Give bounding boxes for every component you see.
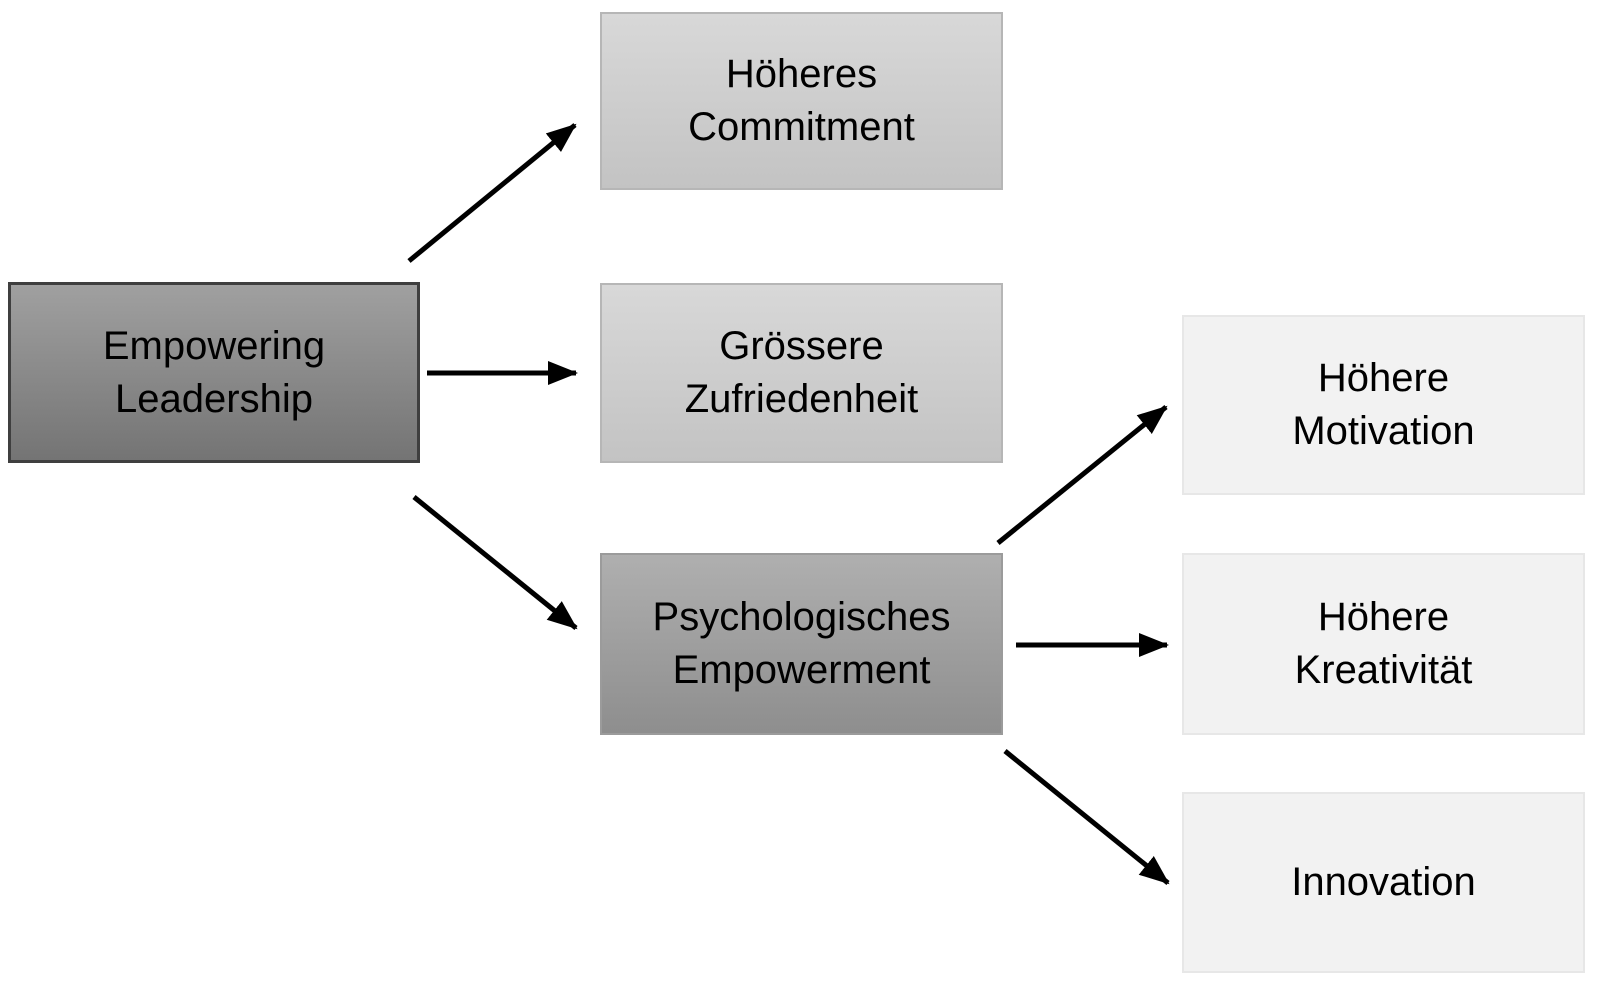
node-empowering-leadership-label: Empowering Leadership xyxy=(102,323,326,421)
node-groessere-zufriedenheit-label: Grössere Zufriedenheit xyxy=(684,324,919,421)
node-hoeheres-commitment: Höheres Commitment xyxy=(600,12,1003,190)
node-hoehere-motivation: Höhere Motivation xyxy=(1182,315,1585,495)
node-hoehere-kreativitaet-label: Höhere Kreativität xyxy=(1294,595,1473,692)
node-hoehere-motivation-label: Höhere Motivation xyxy=(1292,356,1475,453)
arrow-empowering-to-empowerment xyxy=(412,495,578,630)
arrow-empowerment-to-innovation xyxy=(1003,749,1170,885)
node-groessere-zufriedenheit: Grössere Zufriedenheit xyxy=(600,283,1003,463)
arrow-empowerment-to-motivation xyxy=(996,405,1168,545)
node-hoehere-kreativitaet: Höhere Kreativität xyxy=(1182,553,1585,735)
node-innovation: Innovation xyxy=(1182,792,1585,973)
arrow-empowering-to-commitment xyxy=(407,123,577,263)
node-empowering-leadership: Empowering Leadership xyxy=(8,282,420,463)
node-psychologisches-empowerment-label: Psychologisches Empowerment xyxy=(652,595,951,692)
node-innovation-label: Innovation xyxy=(1291,860,1476,905)
node-psychologisches-empowerment: Psychologisches Empowerment xyxy=(600,553,1003,735)
node-hoeheres-commitment-label: Höheres Commitment xyxy=(688,52,915,149)
